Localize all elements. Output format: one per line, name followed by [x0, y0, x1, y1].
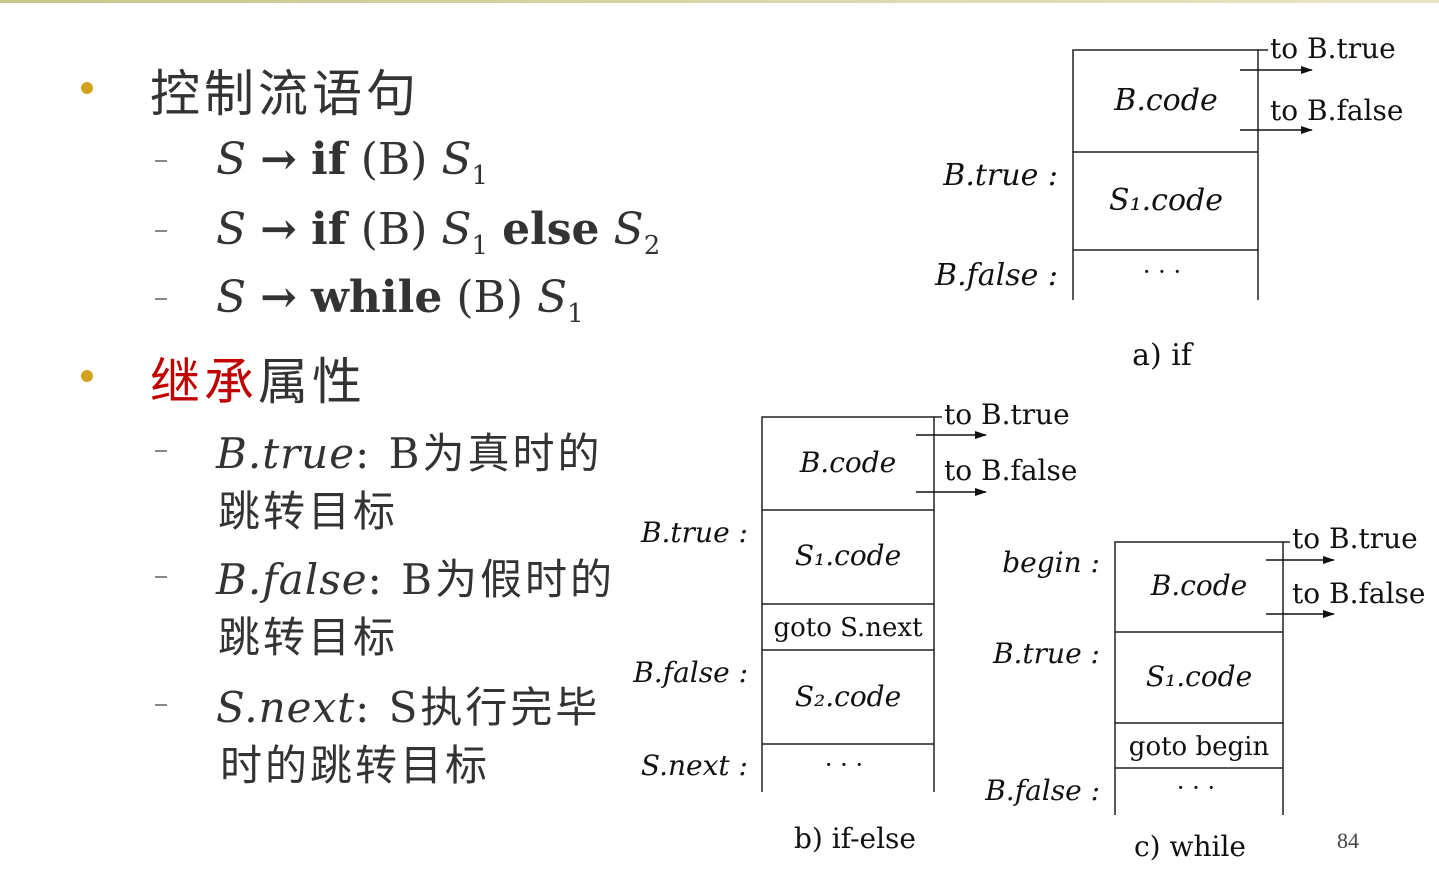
label-btrue: B.true :: [942, 158, 1058, 193]
attr-desc: B为假时的: [401, 555, 616, 604]
cell-s1-code: S₁.code: [1146, 660, 1252, 693]
arrow-label-to-btrue: to B.true: [1270, 32, 1396, 65]
cell-b-code: B.code: [1113, 83, 1217, 118]
arrow-label-to-btrue: to B.true: [1292, 522, 1418, 555]
rule-stmt-sub: 1: [567, 299, 584, 329]
attr-colon: :: [355, 683, 373, 732]
dash-icon: [155, 576, 167, 578]
top-border-line: [0, 0, 1439, 3]
diagram-if: to B.true to B.false B.code S₁.code · · …: [934, 32, 1403, 373]
attr-name: S.next: [216, 683, 356, 732]
label-btrue: B.true :: [992, 637, 1100, 670]
dash-icon: [155, 160, 167, 162]
arrow-icon: →: [260, 134, 298, 185]
rule-stmt: S: [537, 272, 568, 323]
heading-highlight: 继承: [150, 353, 258, 411]
heading-inherited-attributes: 继承属性: [150, 342, 366, 414]
keyword-if: if: [311, 134, 347, 185]
attr-bfalse-line2: 跳转目标: [218, 613, 399, 662]
cell-goto-snext: goto S.next: [773, 613, 923, 643]
dash-icon: [155, 230, 167, 232]
dash-icon: [155, 298, 167, 300]
label-btrue: B.true :: [640, 516, 748, 549]
attr-desc: S执行完毕: [388, 683, 601, 732]
label-begin: begin :: [1002, 546, 1100, 579]
rule-if: S → if (B) S1: [216, 134, 488, 191]
cell-ellipsis: · · ·: [1177, 774, 1215, 802]
heading-rest: 属性: [258, 353, 366, 411]
caption-if: a) if: [1132, 338, 1194, 373]
arrow-label-to-bfalse: to B.false: [944, 454, 1077, 487]
arrow-icon: →: [260, 204, 298, 255]
cell-ellipsis: · · ·: [1143, 258, 1181, 286]
attr-bfalse-line1: B.false: B为假时的: [216, 546, 615, 607]
keyword-else: else: [502, 204, 600, 255]
label-bfalse: B.false :: [934, 258, 1058, 293]
arrow-icon: →: [260, 272, 298, 323]
cell-ellipsis: · · ·: [825, 751, 863, 779]
rule-while: S → while (B) S1: [216, 272, 584, 329]
attr-colon: :: [355, 429, 373, 478]
attr-btrue-line2: 跳转目标: [218, 487, 399, 536]
diagram-if-else: to B.true to B.false B.code S₁.code goto…: [632, 398, 1077, 855]
attr-name: B.true: [216, 429, 356, 478]
arrow-label-to-bfalse: to B.false: [1270, 94, 1403, 127]
attr-snext-line2: 时的跳转目标: [220, 741, 491, 790]
bullet-icon: [81, 370, 93, 382]
cell-b-code: B.code: [1150, 569, 1248, 602]
attr-name: B.false: [216, 555, 368, 604]
cell-s2-code: S₂.code: [795, 680, 901, 713]
cell-s1-code: S₁.code: [795, 539, 901, 572]
rule-stmt-sub: 1: [471, 231, 489, 261]
rule-lhs: S: [216, 272, 247, 323]
rule-lhs: S: [216, 204, 247, 255]
keyword-while: while: [311, 272, 443, 323]
keyword-if: if: [311, 204, 347, 255]
attr-colon: :: [367, 555, 385, 604]
dash-icon: [155, 450, 167, 452]
rule-stmt-sub: 1: [471, 161, 489, 191]
rule-condition: (B): [360, 204, 428, 255]
cell-goto-begin: goto begin: [1129, 732, 1270, 762]
cell-s1-code: S₁.code: [1109, 183, 1223, 218]
rule-if-else: S → if (B) S1 else S2: [216, 204, 660, 261]
bullet-icon: [81, 82, 93, 94]
rule-lhs: S: [216, 134, 247, 185]
rule-stmt-sub: 2: [643, 231, 661, 261]
rule-condition: (B): [456, 272, 523, 323]
rule-stmt: S: [441, 134, 472, 185]
attr-btrue-line1: B.true: B为真时的: [216, 420, 602, 481]
cell-b-code: B.code: [799, 446, 897, 479]
heading-control-flow: 控制流语句: [150, 65, 420, 123]
arrow-label-to-btrue: to B.true: [944, 398, 1070, 431]
arrow-label-to-bfalse: to B.false: [1292, 577, 1425, 610]
attr-snext-line1: S.next: S执行完毕: [216, 674, 600, 735]
label-bfalse: B.false :: [632, 656, 748, 689]
label-snext: S.next :: [641, 749, 748, 782]
label-bfalse: B.false :: [984, 774, 1100, 807]
rule-stmt: S: [613, 204, 644, 255]
caption-if-else: b) if-else: [794, 822, 916, 855]
rule-condition: (B): [360, 134, 428, 185]
attr-desc: B为真时的: [388, 429, 603, 478]
diagram-while: to B.true to B.false B.code S₁.code goto…: [984, 522, 1425, 863]
caption-while: c) while: [1134, 830, 1246, 863]
page-number: 84: [1337, 828, 1359, 853]
rule-stmt: S: [441, 204, 472, 255]
dash-icon: [155, 704, 167, 706]
